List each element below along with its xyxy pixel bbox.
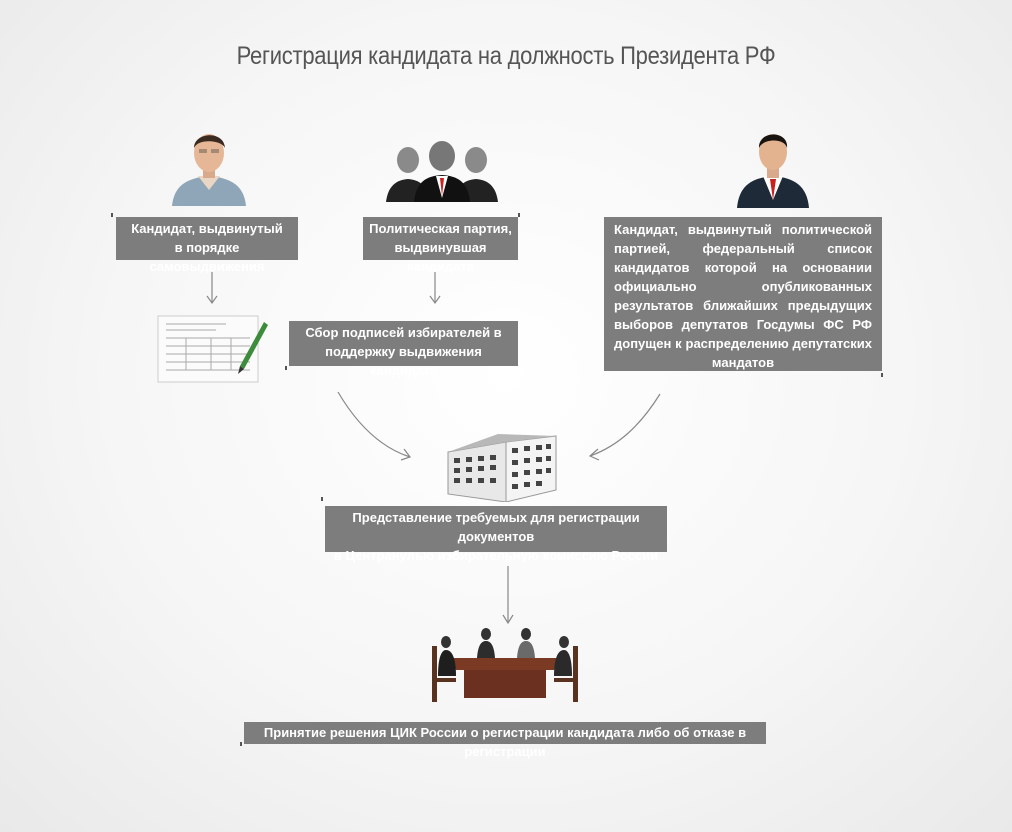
curved-arrow-icon — [338, 392, 410, 457]
curved-arrow-icon — [590, 394, 660, 456]
